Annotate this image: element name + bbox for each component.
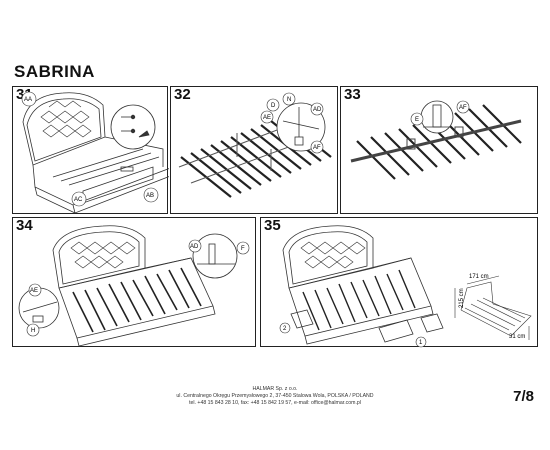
step-number: 35 xyxy=(264,217,281,234)
dimension-width: 171 cm xyxy=(469,274,489,280)
slat-rail-illustration: E AF xyxy=(350,100,522,180)
step-number: 32 xyxy=(174,86,191,103)
callout-af: AF xyxy=(313,145,321,151)
callout-ad: AD xyxy=(190,244,199,250)
callout-h: H xyxy=(31,328,35,334)
bed-with-slats-illustration: AD F AE H xyxy=(18,225,250,347)
callout-ac: AC xyxy=(74,197,83,203)
slat-grid-illustration: N D AD AE AF xyxy=(178,92,332,198)
footer-company: HALMAR Sp. z o.o. xyxy=(252,386,298,392)
callout-d: D xyxy=(271,103,276,109)
footer-address: ul. Centralnego Okręgu Przemysłowego 2, … xyxy=(176,393,374,399)
step-number: 33 xyxy=(344,86,361,103)
callout-e: E xyxy=(415,117,419,123)
step-35-panel: 35 xyxy=(260,217,538,348)
dimension-height: 31 cm xyxy=(509,334,525,340)
footer-contact: tel. +48 15 843 28 10, fax: +48 15 842 1… xyxy=(189,400,361,406)
callout-af: AF xyxy=(459,105,467,111)
dimension-length: 215 cm xyxy=(459,288,465,308)
callout-2: 2 xyxy=(283,326,287,332)
step-32-panel: 32 xyxy=(170,86,338,214)
callout-ae: AE xyxy=(263,115,271,121)
callout-n: N xyxy=(287,97,291,103)
page-number: 7/8 xyxy=(513,388,534,405)
step-number: 34 xyxy=(16,217,33,234)
callout-1: 1 xyxy=(419,340,423,346)
step-33-panel: 33 E AF xyxy=(340,86,538,214)
bed-frame-headboard-illustration: AA AB AC xyxy=(21,91,169,214)
step-34-panel: 34 xyxy=(12,217,256,347)
document-title: SABRINA xyxy=(14,62,95,81)
callout-ad: AD xyxy=(313,107,322,113)
step-31-panel: 31 xyxy=(12,86,169,214)
callout-ab: AB xyxy=(146,193,154,199)
callout-ae: AE xyxy=(30,288,38,294)
completed-bed-illustration: 171 cm 215 cm 31 cm 2 1 xyxy=(279,225,532,348)
callout-aa: AA xyxy=(24,97,32,103)
callout-f: F xyxy=(241,246,245,252)
